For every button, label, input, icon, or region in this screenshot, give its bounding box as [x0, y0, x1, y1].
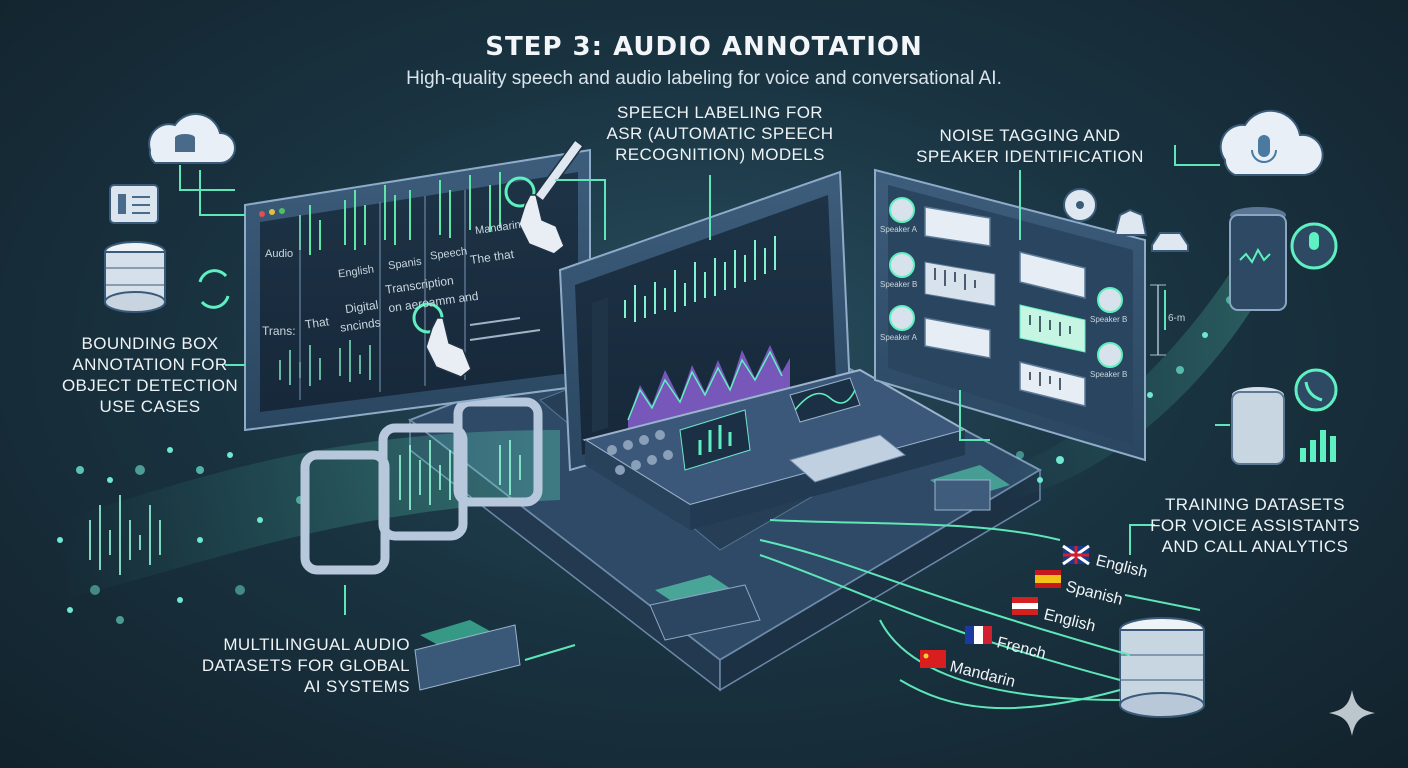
callout-speech-labeling: SPEECH LABELING FOR ASR (AUTOMATIC SPEEC… [600, 102, 840, 165]
callout-line: NOISE TAGGING AND [939, 126, 1121, 145]
callout-line: RECOGNITION) MODELS [615, 145, 825, 164]
left-panel [244, 148, 591, 432]
callout-line: USE CASES [99, 397, 201, 416]
callout-line: TRAINING DATASETS [1165, 495, 1345, 514]
callout-noise-tagging: NOISE TAGGING AND SPEAKER IDENTIFICATION [905, 125, 1155, 167]
mixing-console [582, 368, 968, 530]
speaker-label: Speaker B [1090, 315, 1128, 324]
callout-line: AND CALL ANALYTICS [1161, 537, 1349, 556]
flag-france-icon [965, 626, 992, 644]
page-title: STEP 3: AUDIO ANNOTATION [485, 32, 923, 62]
flag-spain-icon [1035, 570, 1061, 588]
callout-multilingual: MULTILINGUAL AUDIO DATASETS FOR GLOBAL A… [190, 634, 410, 697]
database-icon [104, 241, 166, 313]
audio-row-label: Audio [265, 248, 294, 260]
flag-austria-icon [1012, 597, 1038, 615]
database-icon [1119, 617, 1205, 718]
flag-china-icon [920, 650, 946, 668]
fan-icon [1063, 188, 1097, 222]
callout-training: TRAINING DATASETS FOR VOICE ASSISTANTS A… [1140, 494, 1370, 557]
speaker-label: Speaker A [880, 333, 917, 342]
cloud-database-icon [148, 112, 236, 164]
measure-label: 6-m [1168, 313, 1186, 324]
callout-line: SPEECH LABELING FOR [617, 103, 823, 122]
connector-arrows [179, 145, 1230, 710]
callout-line: BOUNDING BOX [81, 334, 219, 353]
document-icon [109, 184, 159, 224]
speaker-label: Speaker B [1090, 370, 1128, 379]
sparkle-icon [1329, 690, 1375, 736]
glowing-pedestals [414, 465, 1010, 691]
callout-line: DATASETS FOR GLOBAL [201, 656, 410, 675]
callout-line: ANNOTATION FOR [72, 355, 228, 374]
dog-icon [1113, 208, 1148, 236]
callout-line: ASR (AUTOMATIC SPEECH [606, 124, 834, 143]
speaker-label: Speaker A [880, 225, 917, 234]
data-stream [57, 397, 560, 624]
speaker-label: Speaker B [880, 280, 918, 289]
phone-icon [1294, 368, 1338, 412]
bar-chart-icon [1300, 430, 1336, 462]
callout-bounding-box: BOUNDING BOX ANNOTATION FOR OBJECT DETEC… [50, 333, 250, 417]
callout-line: MULTILINGUAL AUDIO [223, 635, 410, 654]
car-icon [1151, 232, 1189, 252]
trans-label: Trans: [262, 324, 296, 338]
flag-uk-icon [1062, 544, 1090, 566]
callout-line: FOR VOICE ASSISTANTS [1150, 516, 1360, 535]
right-panel [874, 168, 1166, 462]
sync-icon [198, 269, 230, 309]
callout-line: AI SYSTEMS [303, 677, 410, 696]
microphone-bubble-icon [1290, 222, 1338, 270]
callout-line: SPEAKER IDENTIFICATION [916, 147, 1144, 166]
page-subtitle: High-quality speech and audio labeling f… [406, 68, 1002, 89]
cloud-microphone-icon [1219, 109, 1324, 176]
callout-line: OBJECT DETECTION [61, 376, 239, 395]
hand-pointers [412, 138, 585, 378]
smart-speaker-icon [1229, 207, 1287, 465]
